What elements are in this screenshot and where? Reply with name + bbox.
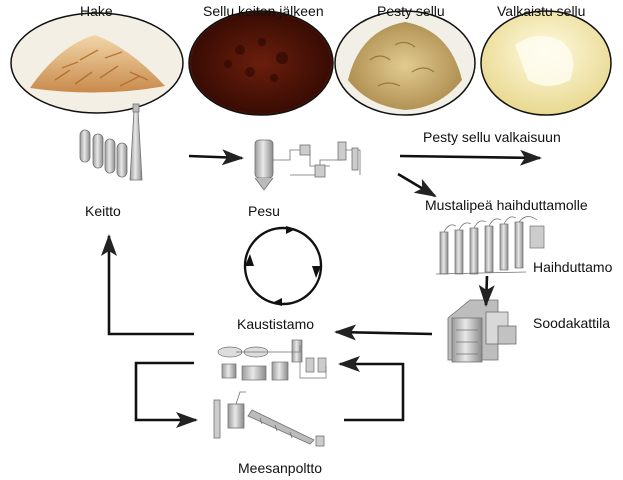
- arrow-pesty-sellu-valkaisuun: [399, 149, 542, 166]
- hake-photo: [10, 12, 184, 114]
- label-sellu-keiton-jalkeen: Sellu keiton jälkeen: [203, 3, 324, 19]
- arrow-kaustistamo-to-meesanpoltto: [134, 361, 198, 428]
- label-mustalipea-haihduttamolle: Mustalipeä haihduttamolle: [425, 197, 588, 213]
- label-soodakattila: Soodakattila: [533, 315, 611, 331]
- flow-arrows: [101, 149, 542, 428]
- keitto-digester-machinery: [79, 103, 143, 181]
- arrow-soodakattila-to-kaustistamo: [334, 324, 433, 341]
- arrow-meesanpoltto-to-kaustistamo: [338, 356, 405, 422]
- arrow-keitto-to-pesu: [188, 149, 244, 166]
- kaustistamo-machinery: [217, 339, 327, 381]
- meesanpoltto-machinery: [213, 391, 325, 447]
- lime-cycle-circle: [243, 226, 323, 306]
- soodakattila-machinery: [447, 299, 517, 363]
- label-valkaistu-sellu: Valkaistu sellu: [497, 3, 586, 19]
- pesty-sellu-photo: [334, 10, 476, 116]
- haihduttamo-machinery: [435, 216, 545, 275]
- label-pesty-sellu-valkaisuun: Pesty sellu valkaisuun: [423, 129, 561, 145]
- arrow-kaustistamo-to-keitto: [101, 234, 194, 336]
- pesu-washer-machinery: [254, 139, 361, 191]
- label-pesu: Pesu: [248, 203, 280, 219]
- label-pesty-sellu: Pesty sellu: [377, 3, 445, 19]
- label-kaustistamo: Kaustistamo: [237, 316, 315, 332]
- label-meesanpoltto: Meesanpoltto: [238, 460, 323, 476]
- arrow-mustalipea-haihduttamolle: [397, 172, 437, 198]
- label-haihduttamo: Haihduttamo: [533, 259, 613, 275]
- label-hake: Hake: [80, 3, 113, 19]
- arrow-haihduttamo-to-soodakattila: [478, 275, 495, 307]
- valkaistu-sellu-photo: [480, 10, 612, 116]
- label-keitto: Keitto: [85, 203, 121, 219]
- sellu-keiton-jalkeen-photo: [188, 10, 334, 116]
